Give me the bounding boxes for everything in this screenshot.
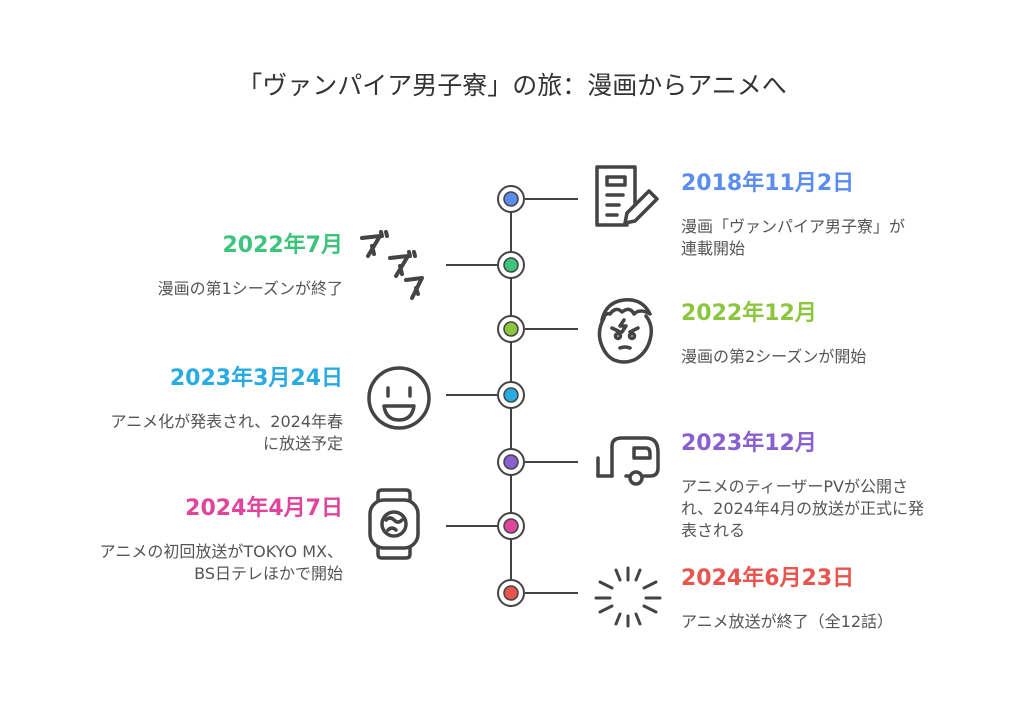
- connectors: [446, 198, 578, 594]
- event-date: 2023年3月24日: [169, 366, 343, 391]
- event-7: 2024年6月23日アニメ放送が終了（全12話）: [681, 565, 1001, 633]
- timeline-node-2: [497, 251, 525, 279]
- timeline-node-5: [497, 448, 525, 476]
- smiling-face-icon: [367, 366, 431, 430]
- event-4: 2023年3月24日アニメ化が発表され、2024年春 に放送予定: [13, 365, 343, 455]
- event-description: アニメ化が発表され、2024年春 に放送予定: [110, 412, 343, 453]
- event-date: 2022年12月: [681, 301, 817, 326]
- dododo-sound-effect-icon: [360, 230, 424, 300]
- document-pencil-icon: [595, 165, 659, 227]
- event-date: 2022年7月: [222, 233, 343, 258]
- timeline-node-6: [497, 512, 525, 540]
- event-date: 2023年12月: [681, 431, 817, 456]
- event-date: 2024年6月23日: [681, 566, 855, 591]
- timeline-node-1: [497, 185, 525, 213]
- timeline-node-7: [497, 579, 525, 607]
- timeline-node-3: [497, 315, 525, 343]
- trailer-icon: [596, 436, 660, 486]
- event-date: 2024年4月7日: [185, 496, 343, 521]
- event-description: アニメの初回放送がTOKYO MX、 BS日テレほかで開始: [99, 542, 343, 583]
- event-2: 2022年7月漫画の第1シーズンが終了: [13, 232, 343, 300]
- event-description: アニメ放送が終了（全12話）: [681, 612, 894, 631]
- watch-icon: [368, 488, 420, 560]
- timeline-node-4: [497, 381, 525, 409]
- event-description: 漫画の第1シーズンが終了: [157, 279, 343, 298]
- event-5: 2023年12月アニメのティーザーPVが公開さ れ、2024年4月の放送が正式に…: [681, 430, 1001, 542]
- event-6: 2024年4月7日アニメの初回放送がTOKYO MX、 BS日テレほかで開始: [13, 495, 343, 585]
- page-title: 「ヴァンパイア男子寮」の旅：漫画からアニメへ: [237, 71, 787, 100]
- event-description: 漫画の第2シーズンが開始: [681, 347, 867, 366]
- event-description: 漫画「ヴァンパイア男子寮」が 連載開始: [681, 217, 906, 258]
- anime-face-icon: [597, 298, 654, 364]
- event-icons: [360, 165, 662, 628]
- event-3: 2022年12月漫画の第2シーズンが開始: [681, 300, 1001, 368]
- timeline-nodes: [497, 185, 525, 607]
- event-1: 2018年11月2日漫画「ヴァンパイア男子寮」が 連載開始: [681, 170, 1001, 260]
- event-date: 2018年11月2日: [681, 171, 855, 196]
- burst-icon: [594, 566, 662, 628]
- event-description: アニメのティーザーPVが公開さ れ、2024年4月の放送が正式に発 表される: [681, 477, 925, 540]
